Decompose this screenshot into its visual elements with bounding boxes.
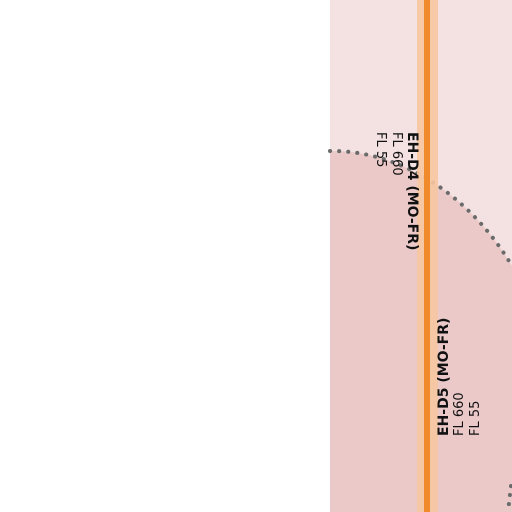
route-line[interactable] [424, 0, 430, 512]
zone-upper-limit: FL 660 [389, 132, 404, 176]
zone-label-eh-d4: EH-D4 (MO-FR) FL 660 FL 55 [372, 132, 420, 250]
zone-boundary-fragment [506, 484, 512, 512]
zone-lower-limit: FL 55 [468, 400, 483, 436]
zone-name: EH-D5 (MO-FR) [436, 317, 452, 436]
zone-name: EH-D4 (MO-FR) [404, 132, 420, 251]
zone-upper-limit: FL 660 [452, 392, 467, 436]
zone-lower-limit: FL 55 [373, 132, 388, 168]
zone-label-eh-d5: EH-D5 (MO-FR) FL 660 FL 55 [436, 318, 484, 436]
